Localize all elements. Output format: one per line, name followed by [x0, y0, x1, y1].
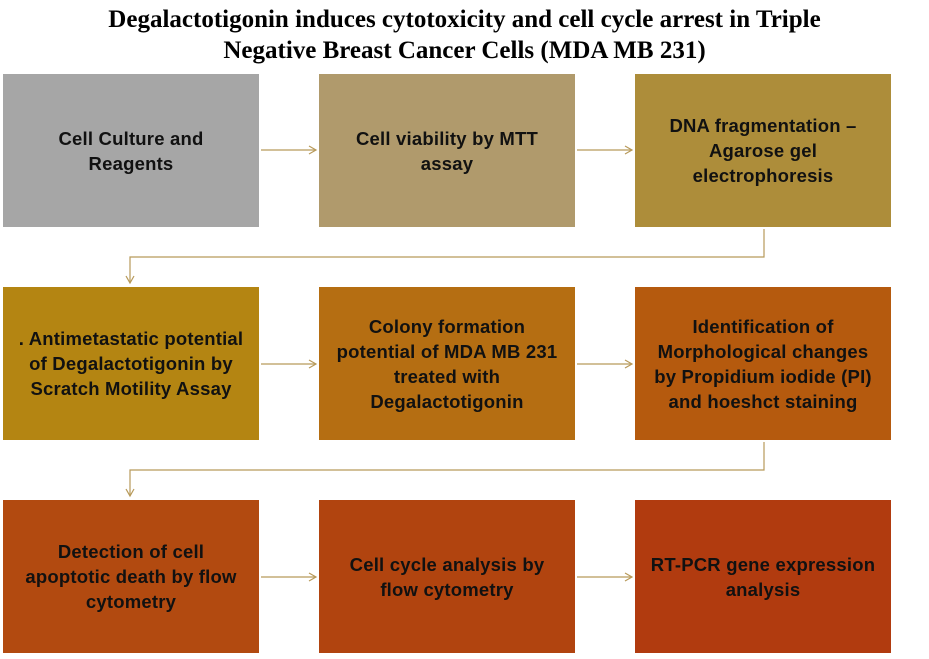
- step-label: Cell Culture and Reagents: [58, 127, 204, 174]
- step-label: DNA fragmentation – Agarose gel electrop…: [669, 115, 857, 186]
- step-label: RT-PCR gene expression analysis: [650, 553, 876, 600]
- arrow-3-4: [125, 229, 765, 285]
- step-label: Detection of cell apoptotic death by flo…: [25, 541, 237, 612]
- step-rt-pcr: RT-PCR gene expression analysis: [635, 500, 891, 653]
- step-morphological-changes: Identification of Morphological changes …: [635, 287, 891, 440]
- arrow-6-7: [125, 442, 765, 498]
- step-label: Cell viability by MTT assay: [355, 127, 539, 174]
- step-label: Identification of Morphological changes …: [654, 315, 872, 412]
- title-line-2: Negative Breast Cancer Cells (MDA MB 231…: [223, 37, 706, 64]
- step-label: . Antimetastatic potential of Degalactot…: [18, 328, 244, 399]
- step-cell-cycle-analysis: Cell cycle analysis by flow cytometry: [319, 500, 575, 653]
- step-label: Cell cycle analysis by flow cytometry: [349, 553, 545, 600]
- diagram-title: Degalactotigonin induces cytotoxicity an…: [0, 0, 929, 70]
- step-label: Colony formation potential of MDA MB 231…: [336, 315, 558, 412]
- step-cell-culture: Cell Culture and Reagents: [3, 74, 259, 227]
- title-line-1: Degalactotigonin induces cytotoxicity an…: [108, 6, 821, 33]
- step-scratch-assay: . Antimetastatic potential of Degalactot…: [3, 287, 259, 440]
- step-apoptosis-detection: Detection of cell apoptotic death by flo…: [3, 500, 259, 653]
- step-mtt-assay: Cell viability by MTT assay: [319, 74, 575, 227]
- step-dna-fragmentation: DNA fragmentation – Agarose gel electrop…: [635, 74, 891, 227]
- step-colony-formation: Colony formation potential of MDA MB 231…: [319, 287, 575, 440]
